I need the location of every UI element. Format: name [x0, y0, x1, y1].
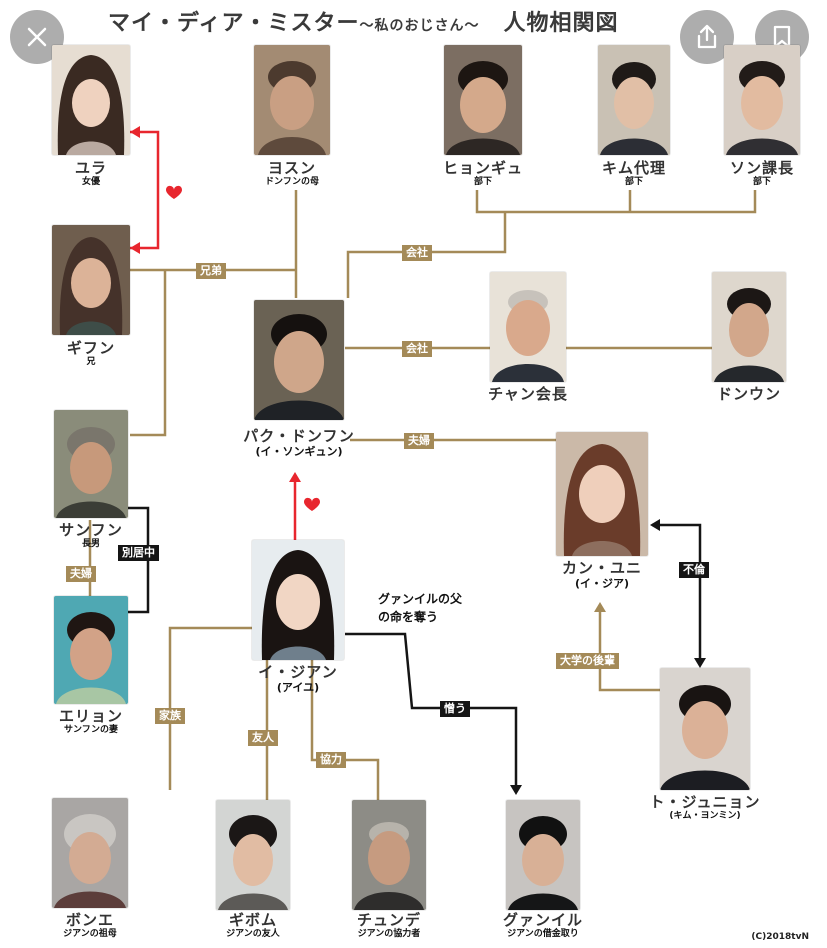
relation-friend: 友人: [248, 730, 278, 746]
portrait-image: [216, 800, 290, 910]
portrait-image: [556, 432, 648, 556]
portrait-image: [598, 45, 670, 155]
photo-son: [724, 45, 800, 155]
portrait-image: [52, 798, 128, 908]
close-icon: [26, 26, 48, 48]
relation-separated: 別居中: [118, 545, 159, 561]
photo-guanil: [506, 800, 580, 910]
photo-chunde: [352, 800, 426, 910]
photo-bonge: [52, 798, 128, 908]
name-kim: キム代理部下: [588, 160, 680, 187]
portrait-image: [490, 272, 566, 382]
portrait-image: [660, 668, 750, 790]
portrait-image: [352, 800, 426, 910]
name-yura: ユラ女優: [52, 160, 130, 187]
portrait-image: [712, 272, 786, 382]
name-elyon: エリョンサンフンの妻: [40, 708, 142, 735]
copyright-text: (C)2018tvN: [751, 932, 809, 942]
name-gibom: ギボムジアンの友人: [204, 912, 302, 939]
name-hyongyu: ヒョンギュ部下: [430, 160, 536, 187]
name-chan: チャン会長: [470, 386, 586, 403]
share-icon: [695, 24, 719, 50]
name-bonge: ボンエジアンの祖母: [40, 912, 140, 939]
annotation-text: グァンイルの父 の命を奪う: [378, 590, 462, 626]
relation-married-1: 夫婦: [404, 433, 434, 449]
relation-help: 協力: [316, 752, 346, 768]
photo-donghoon: [254, 300, 344, 420]
photo-chan: [490, 272, 566, 382]
relation-company-2: 会社: [402, 341, 432, 357]
name-yuni: カン・ユニ(イ・ジア): [542, 560, 662, 590]
photo-jian: [252, 540, 344, 660]
portrait-image: [52, 45, 130, 155]
photo-gibom: [216, 800, 290, 910]
relation-college-junior: 大学の後輩: [556, 653, 619, 669]
name-donghoon: パク・ドンフン(イ・ソンギュン): [234, 428, 364, 458]
portrait-image: [254, 45, 330, 155]
relation-brothers: 兄弟: [196, 263, 226, 279]
name-guanil: グァンイルジアンの借金取り: [484, 912, 602, 939]
heart-icon: [166, 186, 182, 199]
portrait-image: [506, 800, 580, 910]
relation-company-1: 会社: [402, 245, 432, 261]
portrait-image: [252, 540, 344, 660]
title-sub: 〜私のおじさん〜: [359, 18, 479, 34]
portrait-image: [254, 300, 344, 420]
heart-icon: [304, 498, 320, 511]
relation-married-2: 夫婦: [66, 566, 96, 582]
portrait-image: [444, 45, 522, 155]
portrait-image: [724, 45, 800, 155]
portrait-image: [54, 410, 128, 518]
name-son: ソン課長部下: [714, 160, 810, 187]
photo-kim: [598, 45, 670, 155]
name-yosun: ヨスンドンフンの母: [234, 160, 350, 187]
name-donwoon: ドンウン: [700, 386, 798, 403]
photo-giffan: [52, 225, 130, 335]
title-suffix: 人物相関図: [503, 11, 618, 36]
photo-elyon: [54, 596, 128, 704]
name-jian: イ・ジアン(アイユ): [238, 664, 358, 694]
name-junyon: ト・ジュニョン(キム・ヨンミン): [640, 794, 770, 821]
photo-hyongyu: [444, 45, 522, 155]
photo-yuni: [556, 432, 648, 556]
photo-donwoon: [712, 272, 786, 382]
annotation-line-2: の命を奪う: [378, 608, 462, 626]
photo-junyon: [660, 668, 750, 790]
page-title: マイ・ディア・ミスター〜私のおじさん〜 人物相関図: [108, 2, 768, 46]
portrait-image: [54, 596, 128, 704]
relation-hate: 憎う: [440, 701, 470, 717]
annotation-line-1: グァンイルの父: [378, 590, 462, 608]
photo-yura: [52, 45, 130, 155]
title-main: マイ・ディア・ミスター: [108, 11, 359, 36]
portrait-image: [52, 225, 130, 335]
name-giffan: ギフン兄: [52, 340, 130, 367]
photo-sanfun: [54, 410, 128, 518]
relation-family: 家族: [155, 708, 185, 724]
name-chunde: チュンデジアンの協力者: [336, 912, 442, 939]
relation-affair: 不倫: [679, 562, 709, 578]
photo-yosun: [254, 45, 330, 155]
